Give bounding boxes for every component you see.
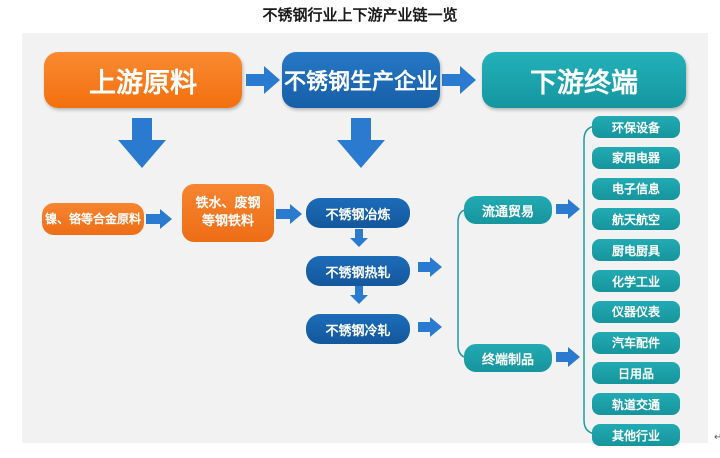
arrow-right-alloy — [146, 209, 172, 229]
arrow-right-iron — [276, 204, 302, 224]
iron-materials-box: 铁水、废钢等钢铁料 — [182, 184, 274, 242]
process-smelting-box: 不锈钢冶炼 — [306, 198, 410, 228]
end-use-item: 电子信息 — [592, 177, 680, 200]
channel-bracket — [457, 208, 471, 359]
arrow-right-2 — [442, 66, 476, 94]
producer-box: 不锈钢生产企业 — [282, 52, 440, 108]
end-use-item: 日用品 — [592, 362, 680, 385]
arrow-right-product — [556, 347, 580, 367]
end-use-item: 家用电器 — [592, 146, 680, 169]
arrow-down-smelt — [350, 229, 368, 247]
process-cold-rolling-box: 不锈钢冷轧 — [306, 314, 410, 344]
end-use-item: 轨道交通 — [592, 393, 680, 416]
arrow-right-coldroll — [418, 317, 442, 337]
arrow-down-hotroll — [350, 286, 368, 304]
end-use-bracket — [583, 125, 599, 435]
arrow-down-producer — [337, 118, 385, 168]
upstream-box: 上游原料 — [44, 52, 242, 108]
process-hot-rolling-box: 不锈钢热轧 — [306, 256, 410, 286]
arrow-right-trade — [556, 199, 580, 219]
page-title: 不锈钢行业上下游产业链一览 — [262, 6, 458, 24]
arrow-right-hotroll — [418, 257, 442, 277]
end-use-item: 环保设备 — [592, 116, 680, 138]
return-mark: ↵ — [714, 432, 720, 443]
channel-products-box: 终端制品 — [464, 344, 552, 372]
arrow-down-upstream — [118, 118, 166, 168]
end-use-item: 其他行业 — [592, 424, 680, 446]
end-use-item: 化学工业 — [592, 270, 680, 292]
arrow-right-1 — [246, 66, 280, 94]
end-use-item: 仪器仪表 — [592, 300, 680, 323]
end-use-item: 航天航空 — [592, 208, 680, 231]
downstream-box: 下游终端 — [482, 52, 686, 108]
alloy-materials-box: 镍、铬等合金原料 — [42, 203, 144, 235]
end-use-item: 汽车配件 — [592, 331, 680, 354]
channel-trade-box: 流通贸易 — [464, 196, 552, 224]
end-use-item: 厨电厨具 — [592, 239, 680, 262]
